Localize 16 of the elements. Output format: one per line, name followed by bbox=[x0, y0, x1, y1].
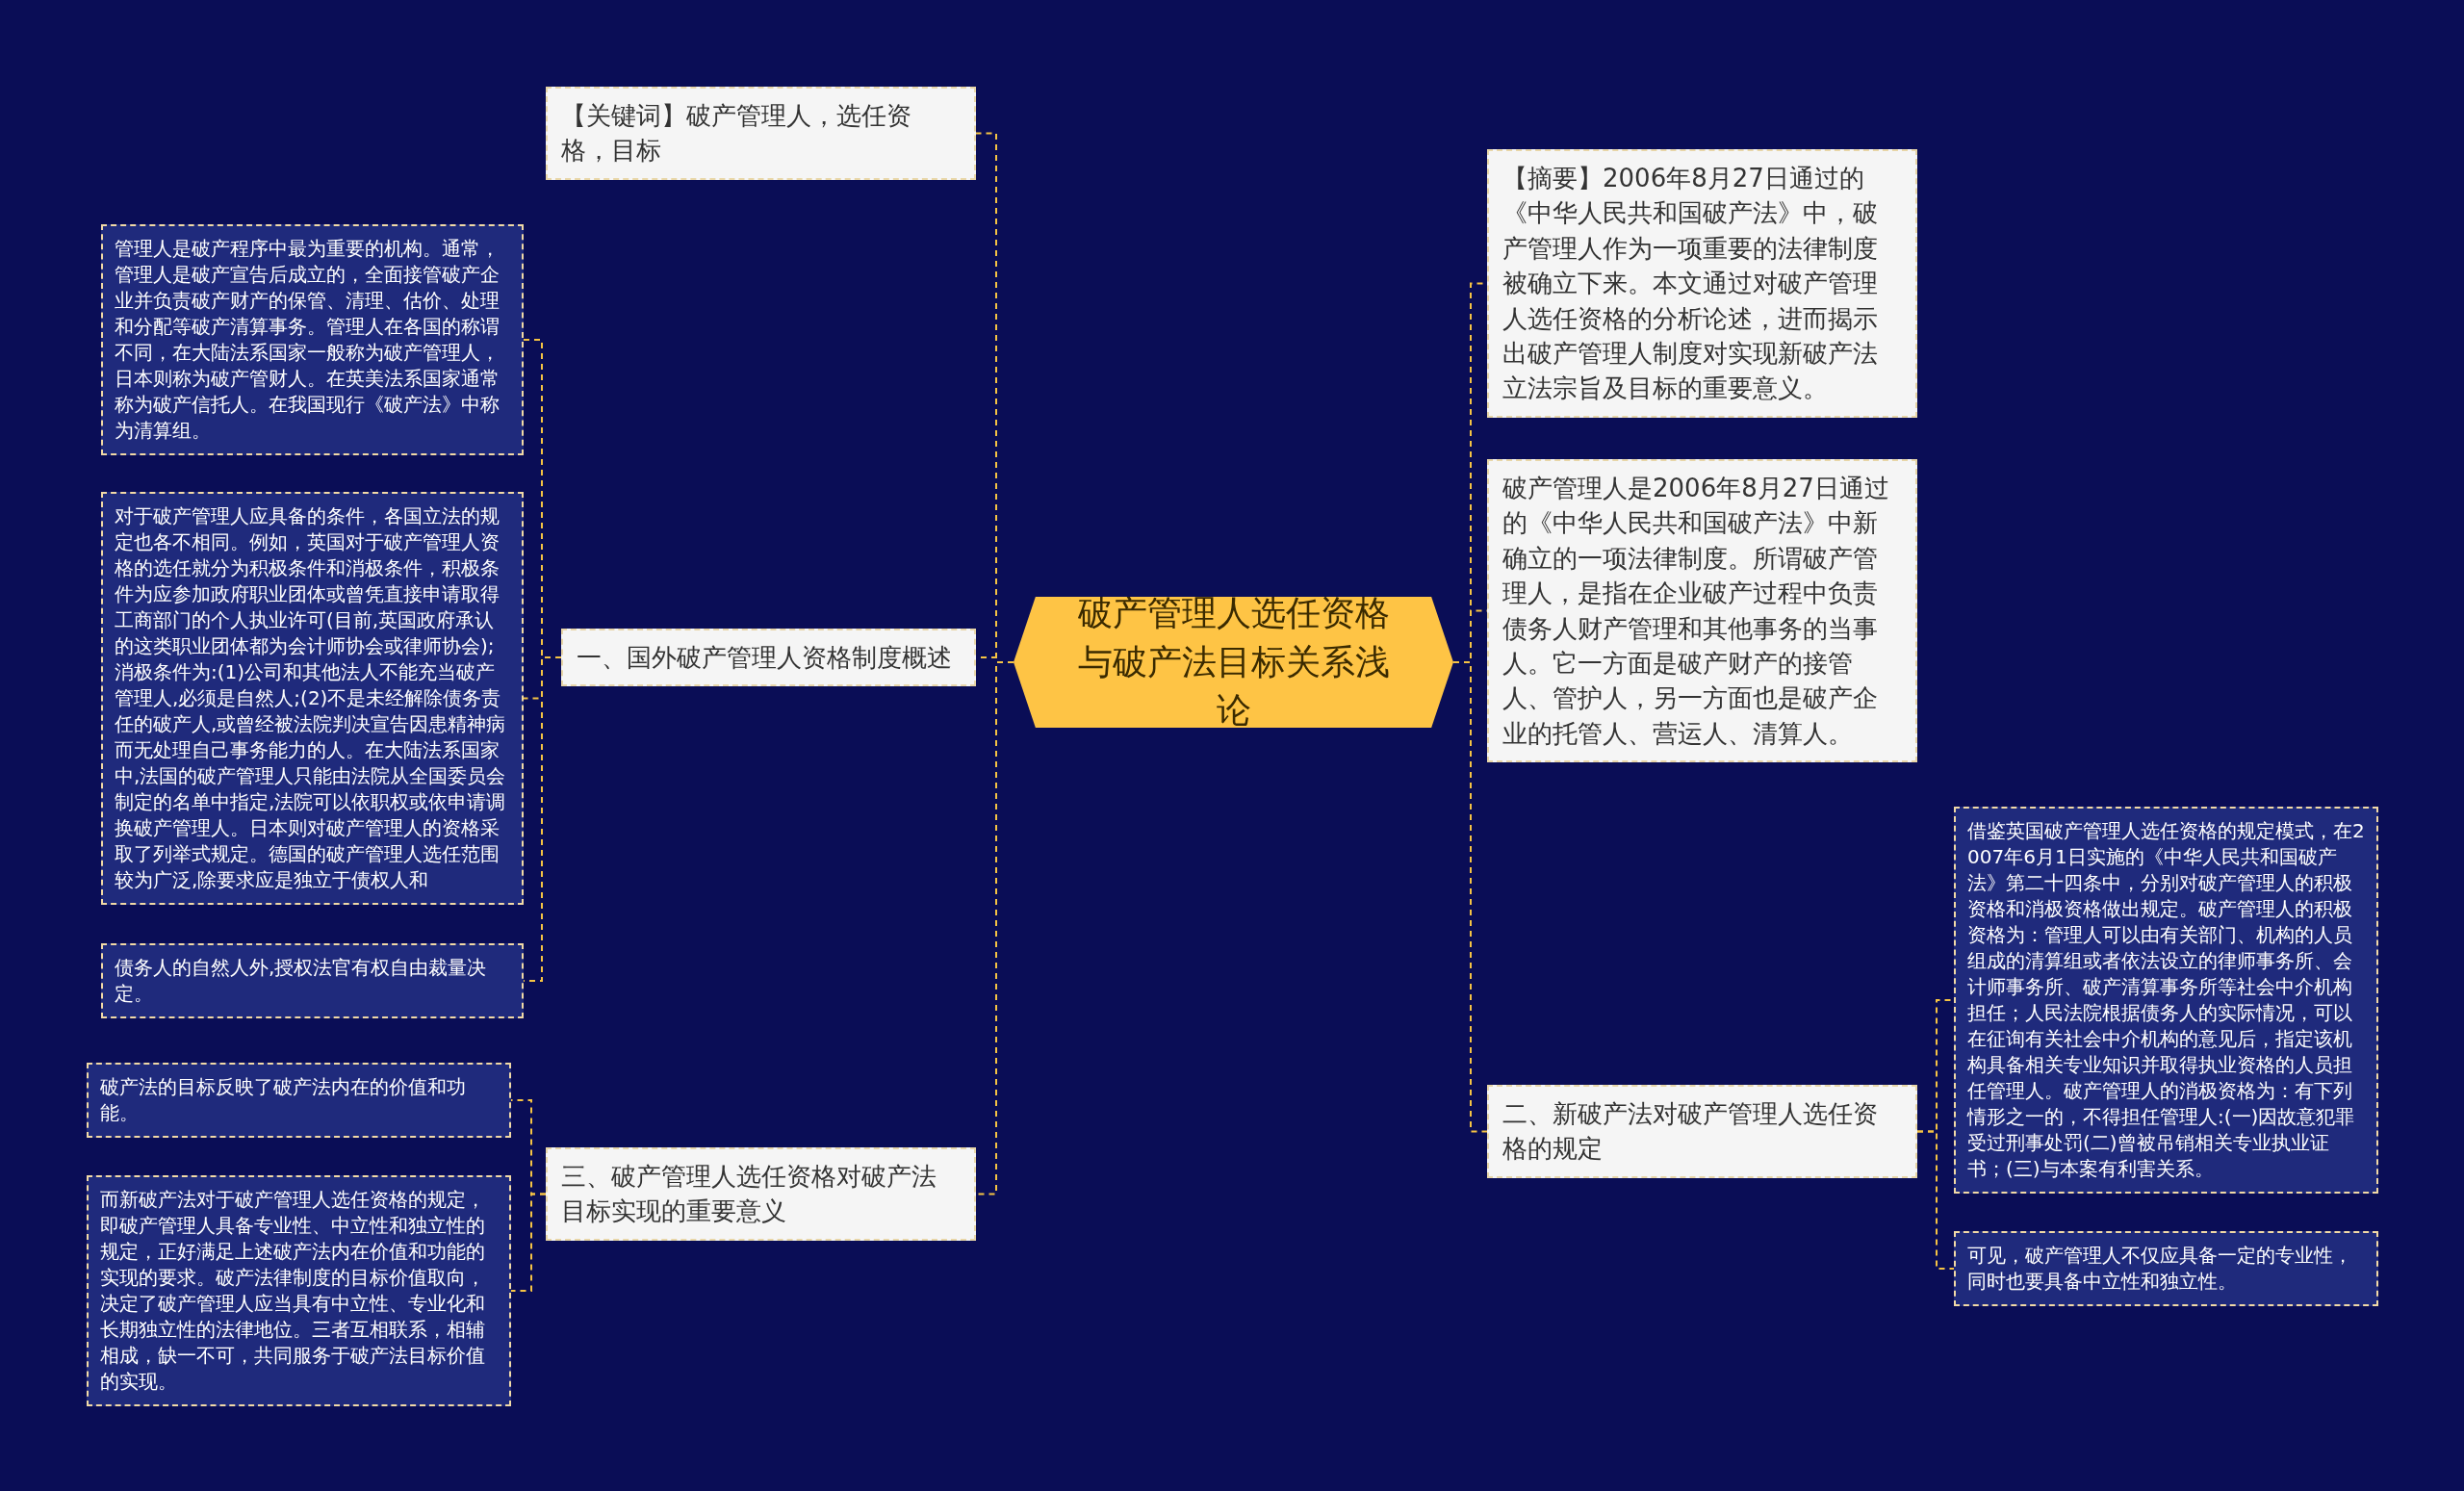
note-box: 对于破产管理人应具备的条件，各国立法的规定也各不相同。例如，英国对于破产管理人资格的选任就分为积极条件和消极条件，积极条件为应参加政府职业团体或曾凭直接申请取得工商部门的个人执业许可(目前,英国政府承认的这类职业团体都为会计师协会或律师协会);消极条件为:(1)公司和其他法人不能充当破产管理人,必须是自然人;(2)不是未经解除债务责任的破产人,或曾经被法院判决宣告因患精神病而无处理自己事务能力的人。在大陆法系国家中,法国的破产管理人只能由法院从全国委员会制定的名单中指定,法院可以依职权或依申请调换破产管理人。日本则对破产管理人的资格采取了列举式规定。德国的破产管理人选任范围较为广泛,除要求应是独立于债权人和 bbox=[101, 492, 524, 905]
connector bbox=[510, 1193, 547, 1292]
section-box: 一、国外破产管理人资格制度概述 bbox=[561, 629, 976, 687]
note-box: 管理人是破产程序中最为重要的机构。通常，管理人是破产宣告后成立的，全面接管破产企业并负责破产财产的保管、清理、估价、处理和分配等破产清算事务。管理人在各国的称谓不同，在大陆法系国家一般称为破产管理人，日本则称为破产管财人。在英美法系国家通常称为破产信托人。在我国现行《破产法》中称为清算组。 bbox=[101, 224, 524, 455]
note-box: 债务人的自然人外,授权法官有权自由裁量决定。 bbox=[101, 943, 524, 1018]
abstract-box: 【摘要】2006年8月27日通过的《中华人民共和国破产法》中，破产管理人作为一项重要的法律制度被确立下来。本文通过对破产管理人选任资格的分析论述，进而揭示出破产管理人制度对实现新破产法立法宗旨及目标的重要意义。 bbox=[1487, 149, 1917, 418]
section-box: 三、破产管理人选任资格对破产法目标实现的重要意义 bbox=[546, 1147, 976, 1241]
keyword-box: 【关键词】破产管理人，选任资格，目标 bbox=[546, 87, 976, 180]
note-box: 而新破产法对于破产管理人选任资格的规定，即破产管理人具备专业性、中立性和独立性的规定，正好满足上述破产法内在价值和功能的实现的要求。破产法律制度的目标价值取向，决定了破产管理人应当具有中立性、专业化和长期独立性的法律地位。三者互相联系，相辅相成，缺一不可，共同服务于破产法目标价值的实现。 bbox=[87, 1175, 511, 1406]
connector bbox=[1916, 1130, 1955, 1270]
section-box: 二、新破产法对破产管理人选任资格的规定 bbox=[1487, 1085, 1917, 1178]
note-box: 借鉴英国破产管理人选任资格的规定模式，在2007年6月1日实施的《中华人民共和国破产法》第二十四条中，分别对破产管理人的积极资格和消极资格做出规定。破产管理人的积极资格为：管理人可以由有关部门、机构的人员组成的清算组或者依法设立的律师事务所、会计师事务所、破产清算事务所等社会中介机构担任；人民法院根据债务人的实际情况，可以在征询有关社会中介机构的意见后，指定该机构具备相关专业知识并取得执业资格的人员担任管理人。破产管理人的消极资格为：有下列情形之一的，不得担任管理人:(一)因故意犯罪受过刑事处罚(二)曾被吊销相关专业执业证书；(三)与本案有利害关系。 bbox=[1954, 807, 2378, 1194]
text-box: 破产管理人是2006年8月27日通过的《中华人民共和国破产法》中新确立的一项法律制度。所谓破产管理人，是指在企业破产过程中负责债务人财产管理和其他事务的当事人。它一方面是破产财产的接管人、管护人，另一方面也是破产企业的托管人、营运人、清算人。 bbox=[1487, 459, 1917, 763]
note-box: 破产法的目标反映了破产法内在的价值和功能。 bbox=[87, 1063, 511, 1138]
central-topic: 破产管理人选任资格与破产法目标关系浅论 bbox=[1014, 597, 1453, 728]
note-box: 可见，破产管理人不仅应具备一定的专业性，同时也要具备中立性和独立性。 bbox=[1954, 1231, 2378, 1306]
